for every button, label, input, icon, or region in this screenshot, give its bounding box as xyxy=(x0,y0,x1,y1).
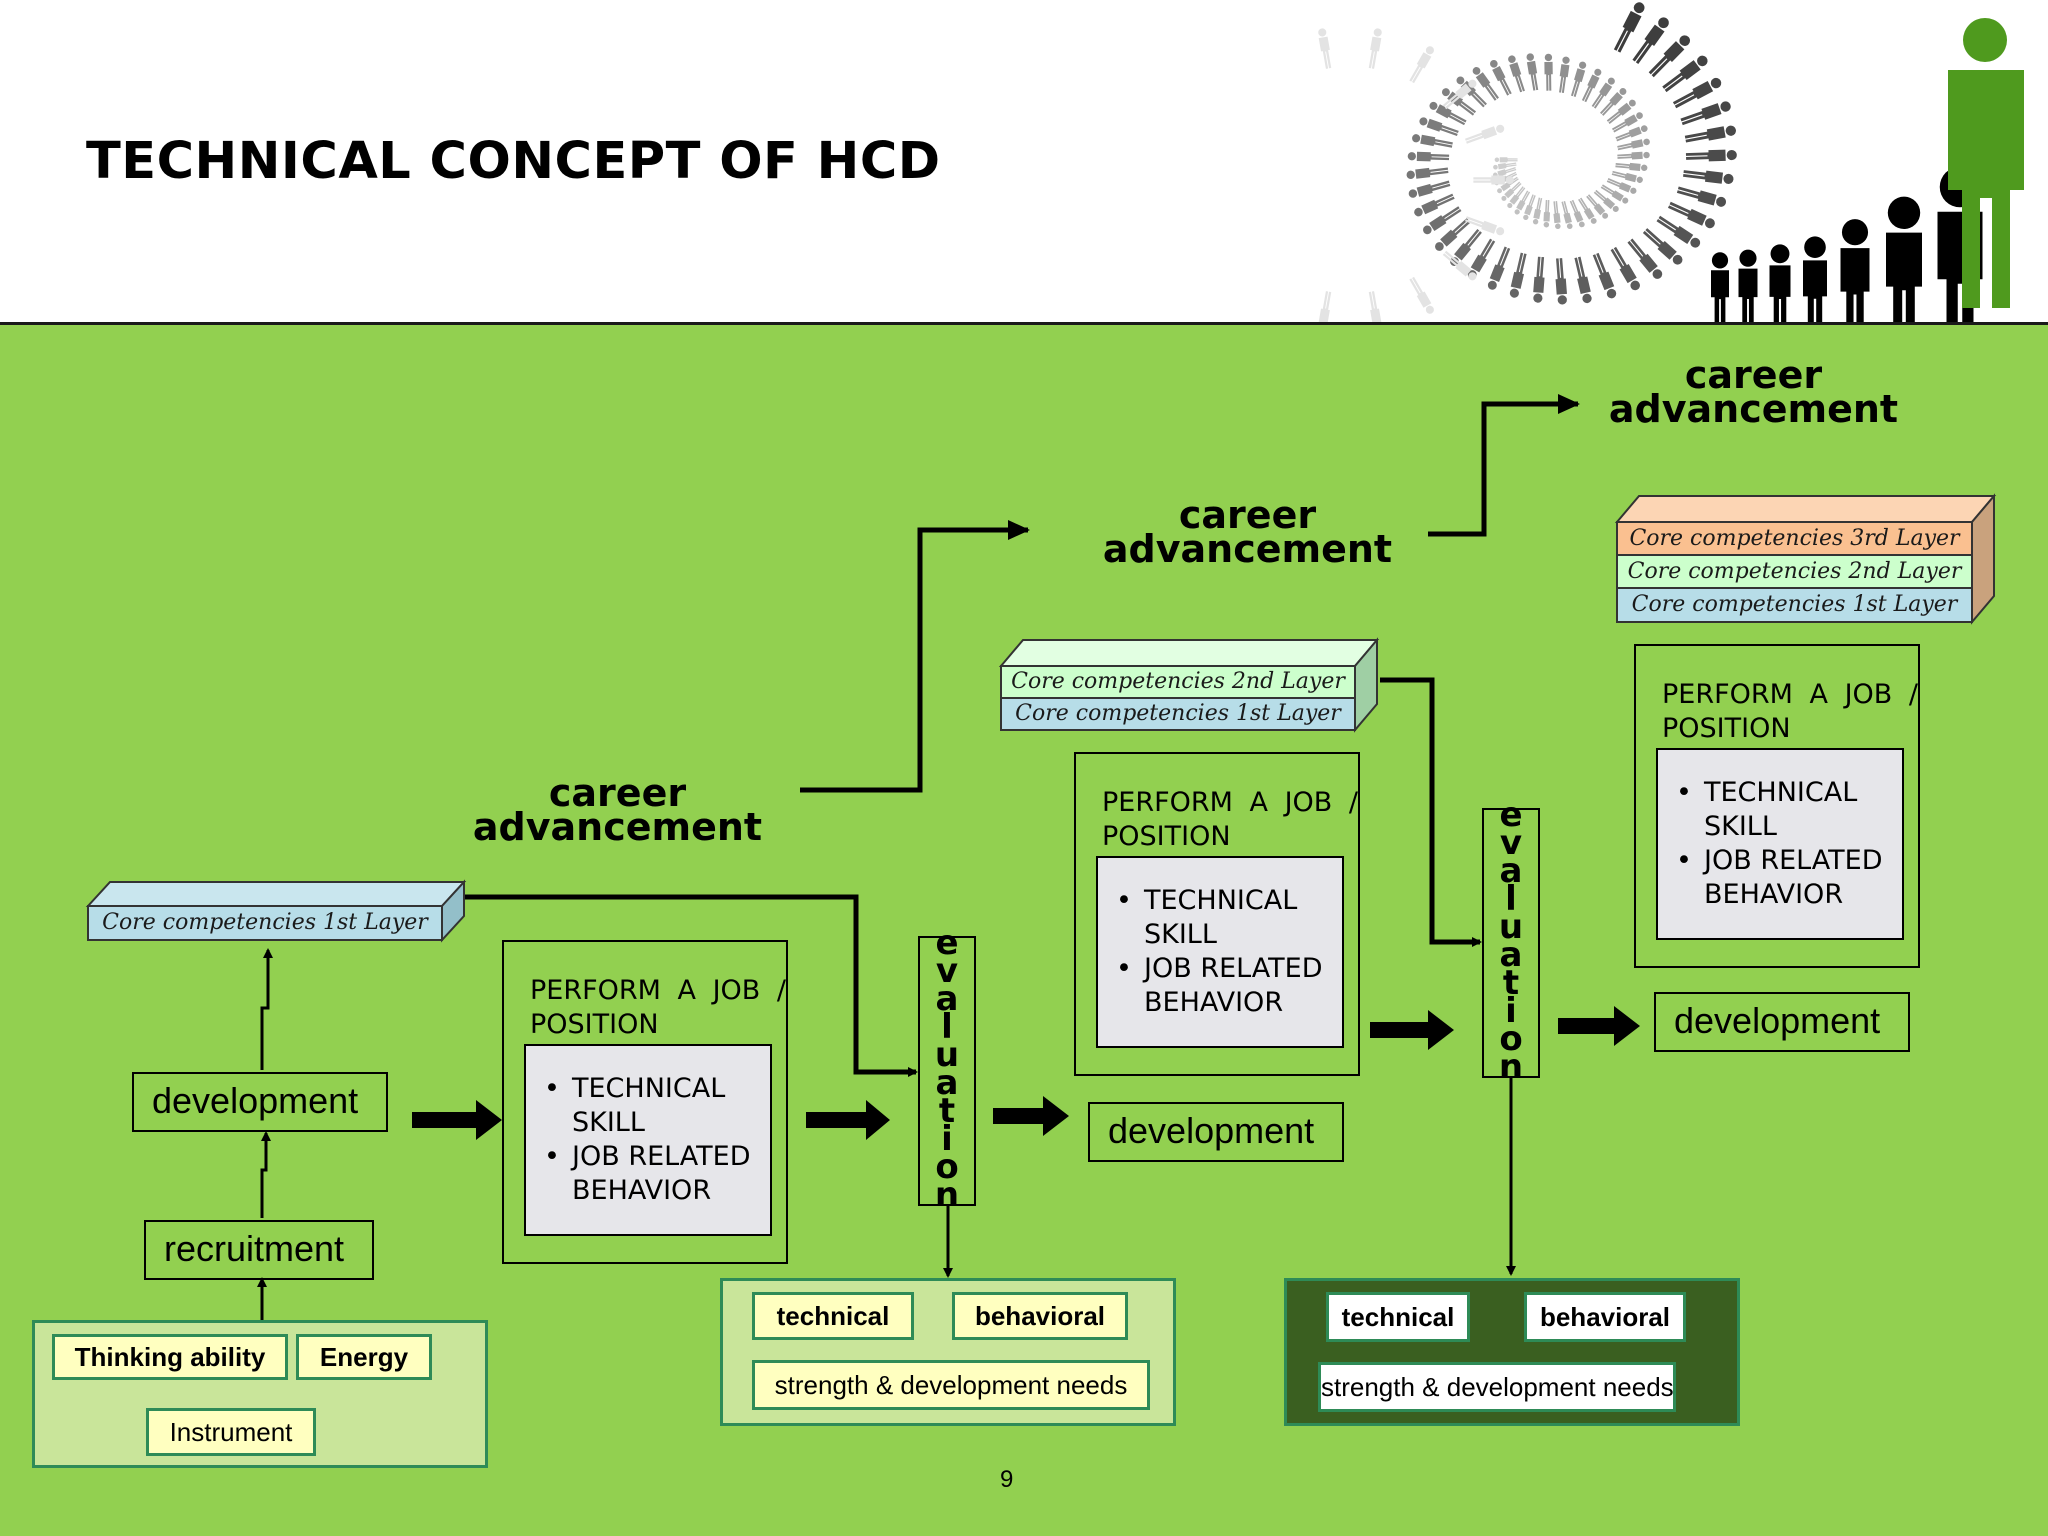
technical-tag: technical xyxy=(1326,1292,1470,1342)
instrument-tag: Instrument xyxy=(146,1408,316,1456)
evaluation-letter: u xyxy=(934,1035,960,1075)
evaluation-letter: a xyxy=(935,979,959,1019)
large-green-person-icon xyxy=(1948,18,2024,308)
page-number: 9 xyxy=(1000,1466,1014,1493)
behavioral-tag: behavioral xyxy=(952,1292,1128,1340)
job-related-behavior-item: JOB RELATED BEHAVIOR xyxy=(1658,844,1902,912)
core-1st-layer-label: Core competencies 1st Layer xyxy=(1015,701,1341,726)
perform-job-title: PERFORM A JOB / POSITION xyxy=(530,975,786,1040)
evaluation-letter: a xyxy=(1499,851,1523,891)
energy-tag: Energy xyxy=(296,1334,432,1380)
behavioral-tag: behavioral xyxy=(1524,1292,1686,1342)
technical-skill-item: TECHNICAL SKILL xyxy=(1098,884,1342,952)
skills-list-box: TECHNICAL SKILL JOB RELATED BEHAVIOR xyxy=(524,1044,772,1236)
evaluation-letter: v xyxy=(935,951,959,991)
core-bars xyxy=(85,493,1997,943)
evaluation-letter: e xyxy=(935,923,959,963)
evaluation-letter: n xyxy=(1498,1047,1524,1087)
perform-job-box-2: PERFORM A JOB / POSITION TECHNICAL SKILL… xyxy=(1074,752,1360,1076)
skills-list-box: TECHNICAL SKILL JOB RELATED BEHAVIOR xyxy=(1656,748,1904,940)
evaluation-letter: i xyxy=(1505,991,1517,1031)
evaluation-letter: e xyxy=(1499,795,1523,835)
block-arrows xyxy=(412,1006,1640,1140)
recruitment-box: recruitment xyxy=(144,1220,374,1280)
perform-job-box-1: PERFORM A JOB / POSITION TECHNICAL SKILL… xyxy=(502,940,788,1264)
evaluation-letter: o xyxy=(935,1147,959,1187)
evaluation-letter: l xyxy=(941,1007,953,1047)
skills-list-box: TECHNICAL SKILL JOB RELATED BEHAVIOR xyxy=(1096,856,1344,1048)
job-related-behavior-item: JOB RELATED BEHAVIOR xyxy=(1098,952,1342,1020)
career-advancement-label-2: career advancement xyxy=(1102,493,1393,571)
evaluation-letter: l xyxy=(1505,879,1517,919)
evaluation-letter: n xyxy=(934,1175,960,1215)
development-box: development xyxy=(1654,992,1910,1052)
evaluation-letter: i xyxy=(941,1119,953,1159)
thinking-ability-tag: Thinking ability xyxy=(52,1334,288,1380)
technical-tag: technical xyxy=(752,1292,914,1340)
evaluation-letter: a xyxy=(935,1063,959,1103)
job-related-behavior-item: JOB RELATED BEHAVIOR xyxy=(526,1140,770,1208)
evaluation-letter: v xyxy=(1499,823,1523,863)
evaluation-letter: t xyxy=(938,1091,956,1131)
perform-job-title: PERFORM A JOB / POSITION xyxy=(1102,787,1358,852)
perform-job-title: PERFORM A JOB / POSITION xyxy=(1662,679,1918,744)
career-advancement-label-1: career advancement xyxy=(472,771,763,849)
evaluation-letter: o xyxy=(1499,1019,1523,1059)
core-1st-layer-label: Core competencies 1st Layer xyxy=(1631,592,1958,617)
core-2nd-layer-label: Core competencies 2nd Layer xyxy=(1627,559,1962,584)
career-advancement-label-3: career advancement xyxy=(1608,353,1899,431)
development-box: development xyxy=(1088,1102,1344,1162)
development-box: development xyxy=(132,1072,388,1132)
core-1st-layer-label: Core competencies 1st Layer xyxy=(102,910,428,935)
core-2nd-layer-label: Core competencies 2nd Layer xyxy=(1011,669,1345,694)
evaluation-letter: a xyxy=(1499,935,1523,975)
perform-job-box-3: PERFORM A JOB / POSITION TECHNICAL SKILL… xyxy=(1634,644,1920,968)
evaluation-letter: u xyxy=(1498,907,1524,947)
strength-development-needs-tag: strength & development needs xyxy=(1318,1362,1676,1412)
strength-development-needs-tag: strength & development needs xyxy=(752,1360,1150,1410)
slide-title: TECHNICAL CONCEPT OF HCD xyxy=(86,132,941,191)
technical-skill-item: TECHNICAL SKILL xyxy=(1658,776,1902,844)
core-3rd-layer-label: Core competencies 3rd Layer xyxy=(1629,526,1960,551)
evaluation-letter: t xyxy=(1502,963,1520,1003)
technical-skill-item: TECHNICAL SKILL xyxy=(526,1072,770,1140)
people-growth-logo xyxy=(1317,0,2024,322)
